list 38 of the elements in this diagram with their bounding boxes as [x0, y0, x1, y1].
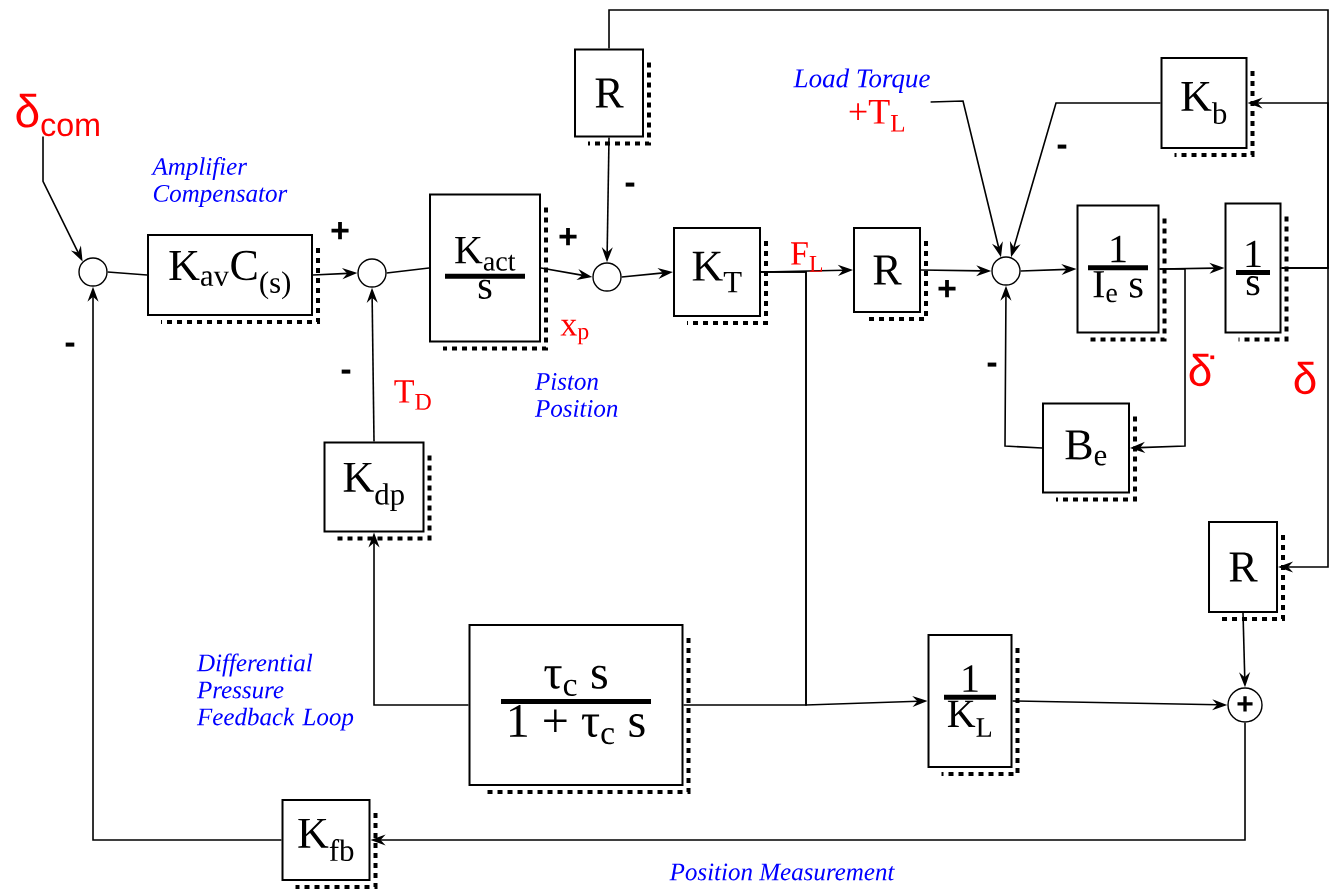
- summing-junction: [78, 257, 108, 287]
- signal-label: Load Torque +T$_{L}$: [793, 68, 930, 132]
- signal-label: δ$_{com}$: [16, 93, 99, 137]
- sign-label: -: [63, 341, 77, 355]
- transfer-function-box: 1 K$_{L}$: [927, 634, 1020, 776]
- transfer-function-box: K$_{act}$ s: [429, 193, 548, 351]
- summing-junction: [991, 256, 1021, 286]
- block-box: K$_{av}$C$_{(s)}$: [147, 234, 320, 324]
- block-box: K$_{fb}$: [281, 799, 378, 889]
- annotation-text: Differential Pressure Feedback Loop: [196, 653, 354, 731]
- sign-label: +: [936, 279, 958, 301]
- sign-label: +: [557, 227, 579, 249]
- sign-label: -: [623, 181, 637, 195]
- annotation-text: Piston Position: [534, 373, 618, 417]
- block-box: K$_{dp}$: [323, 441, 432, 541]
- transfer-function-box: 1 s: [1224, 202, 1289, 342]
- signal-label: T$_{D}$: [394, 380, 431, 410]
- annotation-text: Position Measurement: [669, 863, 895, 881]
- block-box: K$_{T}$: [673, 227, 768, 325]
- sign-label: -: [985, 361, 999, 375]
- block-box: R: [574, 48, 651, 146]
- summing-junction: [592, 262, 622, 292]
- sign-label: -: [339, 368, 353, 382]
- transfer-function-box: 1 I$_{e}$ s: [1076, 204, 1167, 342]
- block-box: R: [853, 227, 928, 321]
- summing-junction: [357, 258, 387, 288]
- signal-label: δ: [1294, 361, 1316, 395]
- sign-label: +: [329, 221, 351, 243]
- block-box: R: [1208, 521, 1285, 621]
- block-box: K$_{b}$: [1160, 57, 1255, 157]
- signal-label: δ̇: [1189, 353, 1215, 387]
- transfer-function-box: τ$_{c}$ s 1 + τ$_{c}$ s: [468, 624, 691, 794]
- signal-label: F$_{L}$: [791, 242, 823, 272]
- summing-junction: +: [1227, 687, 1263, 723]
- block-box: B$_{e}$: [1042, 402, 1137, 502]
- sign-label: -: [1055, 143, 1069, 157]
- annotation-text: Amplifier Compensator: [151, 157, 288, 207]
- signal-label: x$_{p}$: [560, 319, 589, 345]
